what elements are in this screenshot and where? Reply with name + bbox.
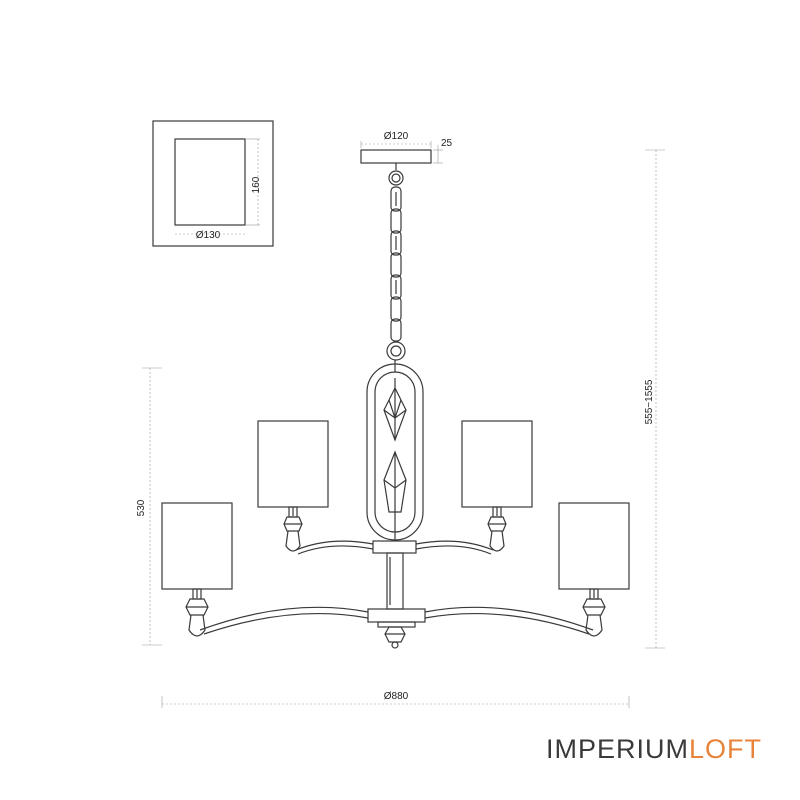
shade-detail-frame	[152, 120, 274, 247]
shade-detail-shade	[174, 138, 246, 226]
lower-hub	[367, 608, 426, 649]
upper-hub	[372, 540, 417, 610]
lower-crystal-pendant	[383, 450, 407, 513]
overall-height-dimension: 555~1555	[644, 149, 665, 649]
lamp-upper-right	[461, 420, 533, 552]
bottom-finial	[384, 626, 406, 649]
lamp-upper-left	[257, 420, 329, 552]
overall-diameter-label: Ø880	[384, 691, 409, 702]
lampshade	[461, 420, 533, 508]
lamp-height-dimension: 530	[136, 367, 162, 646]
shade-diameter-label: Ø130	[196, 230, 221, 241]
shade-height-label: 160	[251, 176, 262, 193]
lampshade	[558, 502, 630, 590]
lampshade	[257, 420, 329, 508]
lamp-lower-left	[161, 502, 233, 637]
lower-arms	[199, 606, 594, 635]
canopy-height-label: 25	[441, 138, 453, 149]
brand-logo: IMPERIUMLOFT	[546, 734, 762, 765]
upper-arms	[295, 540, 494, 555]
canopy: Ø120 25	[360, 131, 453, 164]
canopy-plate	[360, 149, 432, 164]
lampshade	[161, 502, 233, 590]
upper-crystal-pendant	[383, 386, 407, 442]
overall-height-label: 555~1555	[644, 379, 655, 424]
central-ring-frame	[366, 360, 424, 541]
shade-detail: Ø130 160	[152, 120, 274, 247]
lamp-lower-right	[558, 502, 630, 637]
overall-diameter-dimension: Ø880	[161, 691, 630, 708]
brand-logo-part1: IMPERIUM	[545, 734, 689, 764]
brand-logo-part2: LOFT	[688, 734, 762, 764]
canopy-diameter-label: Ø120	[384, 131, 409, 142]
chain	[386, 163, 406, 361]
lamp-height-label: 530	[136, 499, 147, 516]
